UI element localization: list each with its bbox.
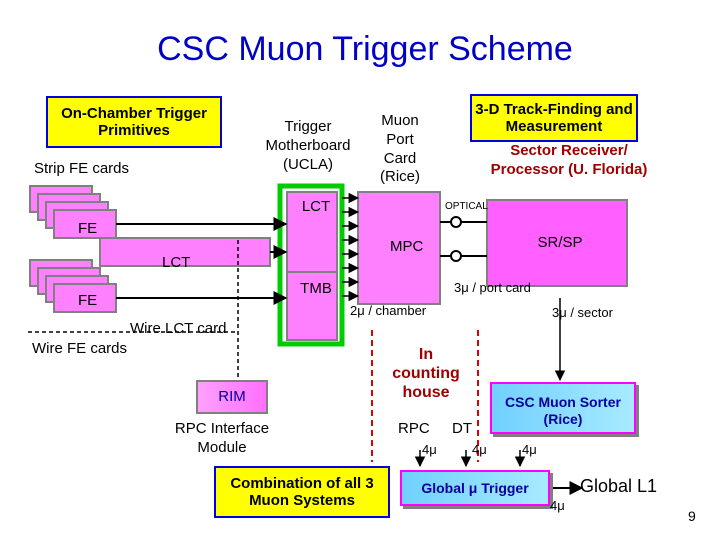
sector-receiver-label: Sector Receiver/ Processor (U. Florida) [490,142,648,178]
per-chamber-label: 2μ / chamber [350,303,427,318]
fe-wire-label: FE [78,292,98,309]
counting-house-label: In counting house [392,346,460,402]
mpc-card [357,191,441,305]
strip-fe-cards-label: Strip FE cards [34,160,130,177]
lct-wire-label: LCT [162,254,191,271]
wire-fe-card-stack [29,259,117,313]
trigger-motherboard-frame [277,183,345,347]
trigger-motherboard-label: Trigger Motherboard (UCLA) [265,118,351,173]
track-finding-box: 3-D Track-Finding and Measurement [470,94,638,142]
per-sector-label: 3μ / sector [552,305,613,320]
lct-mb-label: LCT [301,198,331,215]
page-title: CSC Muon Trigger Scheme [157,30,573,68]
csc-sorter-box: CSC Muon Sorter (Rice) [490,382,636,434]
global-trigger-box: Global μ Trigger [400,470,550,506]
combination-box: Combination of all 3 Muon Systems [214,466,390,518]
dt-label: DT [452,420,472,437]
on-chamber-box: On-Chamber Trigger Primitives [46,96,222,148]
page-number: 9 [688,508,696,524]
tmb-card [286,271,338,341]
rpc-interface-label: RPC Interface Module [174,420,270,456]
rpc-label: RPC [398,420,430,437]
lct-card-mb [286,191,338,273]
csc-mu-label: 4μ [522,442,537,457]
strip-fe-card-stack [29,185,117,239]
srsp-label: SR/SP [537,234,583,251]
srsp-box [486,199,628,287]
muon-port-card-label: Muon Port Card (Rice) [380,112,420,186]
global-l1-label: Global L1 [580,476,658,496]
wire-lct-card-label: Wire LCT card [130,320,227,337]
tmb-label: TMB [300,280,332,297]
fe-strip-label: FE [78,220,98,237]
rpc-mu-label: 4μ [422,442,437,457]
wire-lct-bar [99,237,271,267]
optical-label: OPTICAL [445,201,488,212]
global-mu-label: 4μ [550,498,565,513]
wire-fe-cards-label: Wire FE cards [32,340,128,357]
mpc-label: MPC [390,238,424,255]
per-port-card-label: 3μ / port card [454,280,531,295]
rim-box: RIM [196,380,268,414]
dt-mu-label: 4μ [472,442,487,457]
